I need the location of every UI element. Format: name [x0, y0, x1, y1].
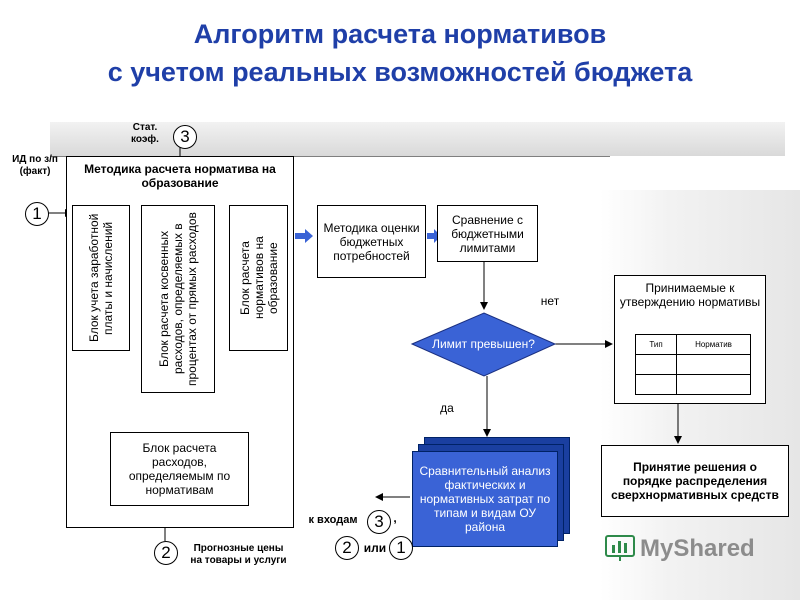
- id-zp-label: ИД по з/п (факт): [12, 154, 58, 177]
- norms-table-cell: [676, 374, 751, 395]
- indirect-block-label: Блок расчета косвенных расходов, определ…: [157, 212, 199, 386]
- logo-icon: [605, 533, 635, 563]
- compare-limits-box: Сравнение с бюджетными лимитами: [437, 205, 538, 262]
- comma-label: ,: [393, 511, 397, 525]
- forecast-prices-label: Прогнозные цены на товары и услуги: [190, 543, 287, 566]
- compare-limits-label: Сравнение с бюджетными лимитами: [451, 212, 524, 255]
- input-circle-3-mid: 3: [367, 510, 391, 534]
- indirect-block: Блок расчета косвенных расходов, определ…: [141, 205, 215, 393]
- header-band: [50, 122, 785, 156]
- norm-expenses-label: Блок расчета расходов, определяемым по н…: [128, 441, 231, 497]
- norms-table-head-type: Тип: [635, 334, 677, 355]
- norms-table-cell: [635, 374, 677, 395]
- budget-needs-label: Методика оценки бюджетных потребностей: [323, 220, 420, 263]
- input-circle-3-top: 3: [173, 125, 197, 149]
- input-circle-2-mid: 2: [335, 536, 359, 560]
- comparative-box: Сравнительный анализ фактических и норма…: [412, 451, 558, 547]
- logo-text: MyShared: [640, 535, 755, 562]
- decision-diamond: [410, 312, 557, 377]
- input-circle-2-bottom: 2: [154, 541, 178, 565]
- input-circle-1-left: 1: [25, 202, 49, 226]
- comparative-label: Сравнительный анализ фактических и норма…: [419, 464, 551, 534]
- yes-label: да: [440, 401, 454, 415]
- to-inputs-label: к входам: [308, 514, 358, 526]
- norms-table-cell: [676, 354, 751, 375]
- limit-exceeded-label: Лимит превышен?: [432, 337, 535, 351]
- norm-expenses-block: Блок расчета расходов, определяемым по н…: [110, 432, 249, 506]
- or-label: или: [363, 541, 387, 555]
- accepted-norms-label: Принимаемые к утверждению нормативы: [619, 281, 761, 309]
- budget-needs-box: Методика оценки бюджетных потребностей: [317, 205, 426, 278]
- norms-block: Блок расчета нормативов на образование: [229, 205, 288, 351]
- header-band-line: [50, 156, 610, 157]
- input-circle-1-mid: 1: [389, 536, 413, 560]
- norms-table: Тип Норматив: [635, 334, 751, 395]
- decision-label: Принятие решения о порядке распределения…: [611, 460, 779, 502]
- page-title-line1: Алгоритм расчета нормативов: [193, 19, 607, 49]
- norms-block-label: Блок расчета нормативов на образование: [237, 236, 280, 320]
- no-label: нет: [540, 294, 560, 308]
- salary-block: Блок учета заработной платы и начислений: [72, 205, 130, 351]
- methodology-title: Методика расчета норматива на образовани…: [84, 162, 276, 190]
- decision-box: Принятие решения о порядке распределения…: [601, 445, 789, 517]
- stat-koef-label: Стат. коэф.: [131, 122, 159, 145]
- page-title-line2: с учетом реальных возможностей бюджета: [107, 57, 693, 87]
- norms-table-cell: [635, 354, 677, 375]
- norms-table-head-norm: Норматив: [676, 334, 751, 355]
- salary-block-label: Блок учета заработной платы и начислений: [87, 213, 115, 343]
